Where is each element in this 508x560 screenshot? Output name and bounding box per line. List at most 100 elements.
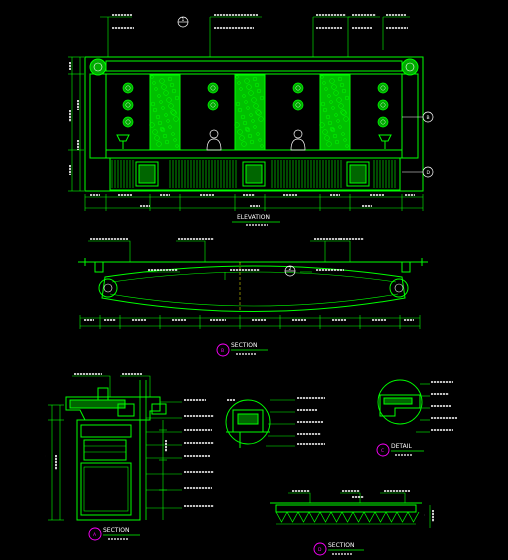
panel-pattern-mark [330,127,336,133]
panel-pattern-mark [246,106,250,110]
counter-cabinet-section [76,419,141,521]
medallion-icon [122,116,134,128]
detail-c-letter: C [381,448,384,454]
panel-pattern-mark [322,129,328,135]
profile-segment [407,511,420,523]
panel-pattern-mark [256,110,262,116]
medallion-icon [207,82,219,94]
panel-pattern-mark [320,101,326,107]
panel-pattern-mark [161,84,167,90]
panel-pattern-mark [253,125,257,129]
panel-pattern-mark [320,75,324,79]
panel-pattern-mark [168,103,174,109]
section-a-letter: A [93,532,97,538]
panel-pattern-mark [166,119,170,123]
panel-pattern-mark [258,116,264,122]
panel-pattern-mark [336,119,340,123]
panel-pattern-mark [337,76,343,82]
panel-pattern-mark [327,120,333,126]
section-b-letter: B [221,348,224,354]
section-d-view: D SECTION [270,490,434,556]
plan-notes [90,238,364,271]
counter-slats [111,160,396,188]
section-d-caption: SECTION [328,542,354,549]
medallion-icon [377,82,389,94]
panel-pattern-mark [241,141,247,147]
profile-segment [308,511,321,523]
medallion-core [295,102,301,108]
panel-pattern-mark [170,109,176,115]
medallion-core [295,85,301,91]
marker-d-label: D [427,170,431,176]
panel-pattern-mark [159,126,165,132]
ornamental-panel [319,74,351,151]
ceiling-section [275,504,417,513]
panel-pattern-mark [171,132,175,136]
section-marker-icon: B [402,111,434,123]
panel-pattern-mark [168,125,172,129]
panel-pattern-mark [334,113,338,117]
panel-pattern-mark [331,84,337,90]
panel-pattern-mark [159,100,163,104]
panel-pattern-mark [343,138,347,142]
profile-segment [374,511,387,523]
section-d-notes [292,490,434,522]
panel-pattern-mark [244,126,250,132]
panel-pattern-mark [336,97,342,103]
detail-c-marker [376,443,390,457]
profile-segment [363,511,376,523]
profile-segment [341,511,354,523]
panel-pattern-mark [164,113,168,117]
medallion-core [210,102,216,108]
section-a-view: A SECTION [48,373,214,541]
curved-counter-plan [101,265,406,312]
panel-pattern-mark [260,144,264,148]
panel-pattern-mark [157,120,163,126]
elevation-notes [112,14,408,29]
detail-c-notes [431,381,457,431]
profile-segment [297,511,310,523]
panel-pattern-mark [245,127,251,133]
panel-pattern-mark [237,107,243,113]
panel-pattern-mark [167,76,173,82]
panel-pattern-mark [162,133,168,139]
medallion-icon [401,58,419,76]
panel-pattern-mark [331,106,335,110]
profile-segment [319,511,332,523]
panel-pattern-mark [244,100,248,104]
panel-pattern-mark [339,82,345,88]
panel-pattern-mark [235,75,239,79]
section-marker-icon: 1 [177,16,189,28]
elevation-frame [84,56,424,192]
panel-pattern-mark [249,113,253,117]
elevation-vertical-dims [68,56,84,192]
panel-pattern-mark [174,95,180,101]
section-a-marker [88,527,102,541]
section-marker-icon: 2 [284,265,296,277]
panel-pattern-mark [248,90,254,96]
elevation-cornice [105,60,403,72]
callout-leaders [100,16,410,57]
section-a-caption: SECTION [103,527,129,534]
profile-segment [396,511,409,523]
panel-pattern-mark [163,90,169,96]
medallion-icon [377,99,389,111]
panel-pattern-mark [258,138,262,142]
panel-pattern-mark [234,122,240,128]
medallion-core [125,119,131,125]
medallion-core [380,119,386,125]
medallion-core [125,102,131,108]
panel-pattern-mark [237,129,243,135]
panel-pattern-mark [341,88,347,94]
panel-pattern-mark [166,97,172,103]
medallion-icon [292,99,304,111]
panel-pattern-mark [164,139,170,145]
elevation-bottom-dims [85,196,423,209]
section-d-marker [313,542,327,556]
panel-pattern-mark [251,97,257,103]
panel-pattern-mark [332,133,338,139]
panel-pattern-mark [251,119,255,123]
section-a-notes [55,373,214,507]
medallion-icon [207,99,219,111]
panel-pattern-mark [160,127,166,133]
